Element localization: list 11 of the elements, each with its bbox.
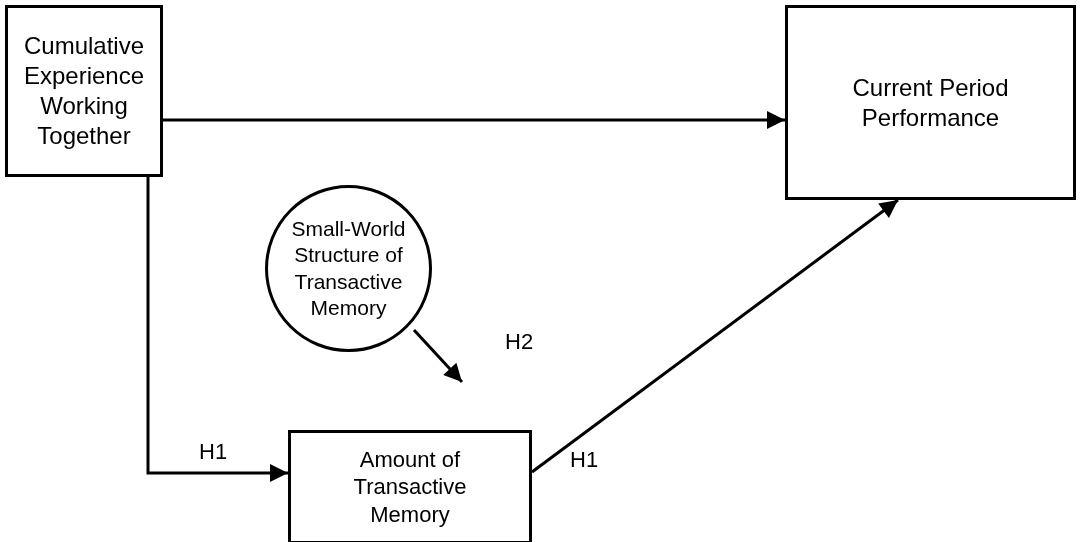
- arrow: [163, 111, 785, 129]
- arrow: [412, 329, 464, 383]
- construct-label: Amount of Transactive Memory: [352, 445, 468, 529]
- construct-box: [288, 430, 532, 542]
- arrow: [531, 198, 899, 474]
- arrow: [146, 177, 288, 482]
- construct-label: Small-World Structure of Transactive Memory: [290, 216, 407, 321]
- construct-label: Cumulative Experience Working Together: [22, 31, 146, 151]
- construct-box: [5, 5, 163, 177]
- construct-label: Current Period Performance: [851, 72, 1010, 133]
- construct-box: [785, 5, 1076, 200]
